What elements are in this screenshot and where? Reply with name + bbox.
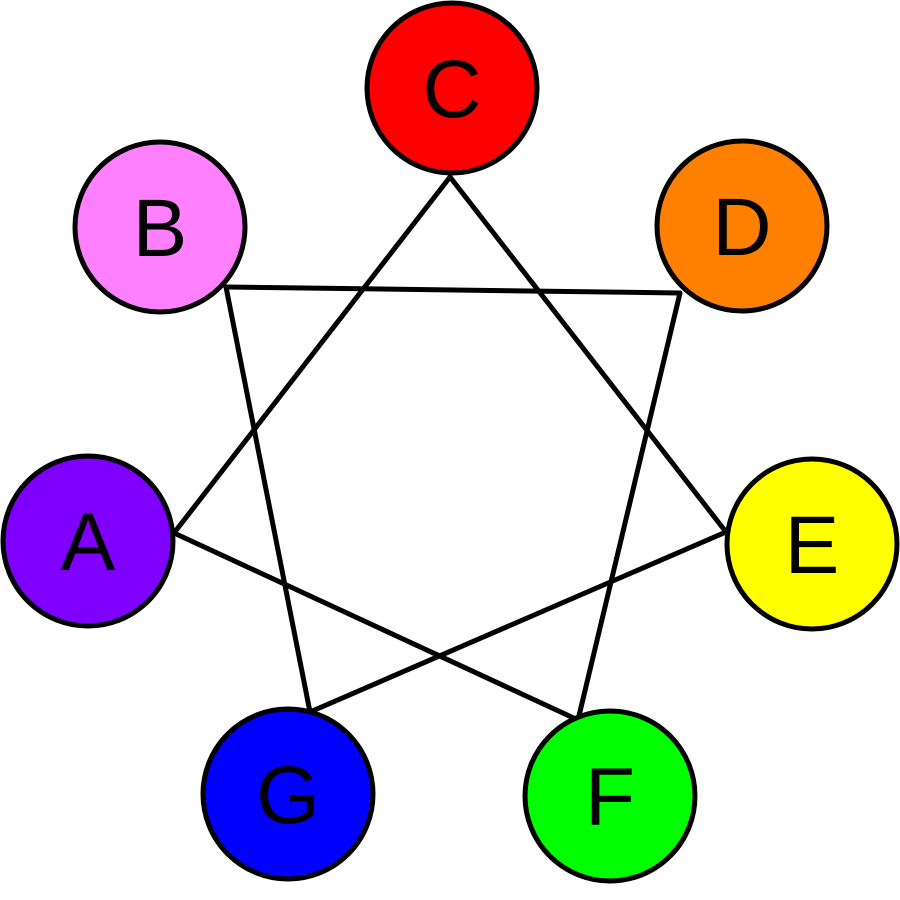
node-circle-C [364, 0, 540, 176]
node-D: D [654, 138, 830, 314]
edge-D-F [575, 290, 683, 723]
node-circle-G [200, 706, 376, 882]
node-G: G [200, 706, 376, 882]
node-label-E: E [785, 500, 840, 591]
node-C: C [364, 0, 540, 176]
edge-G-B [223, 284, 313, 715]
edge-E-G [307, 529, 729, 715]
edge-C-E [447, 174, 729, 535]
edge-A-C [171, 174, 453, 536]
node-circle-A [0, 453, 176, 629]
node-label-F: F [585, 752, 635, 843]
edge-B-D [223, 284, 683, 296]
edge-F-A [171, 530, 581, 723]
node-B: B [72, 139, 248, 315]
node-E: E [724, 456, 900, 632]
node-circle-E [724, 456, 900, 632]
edges-group [171, 174, 729, 723]
node-F: F [522, 708, 698, 884]
node-label-C: C [422, 44, 481, 135]
node-circle-B [72, 139, 248, 315]
node-label-G: G [256, 750, 320, 841]
node-circle-D [654, 138, 830, 314]
node-circle-F [522, 708, 698, 884]
node-label-B: B [133, 183, 188, 274]
node-A: A [0, 453, 176, 629]
node-label-D: D [712, 182, 771, 273]
node-label-A: A [61, 497, 116, 588]
